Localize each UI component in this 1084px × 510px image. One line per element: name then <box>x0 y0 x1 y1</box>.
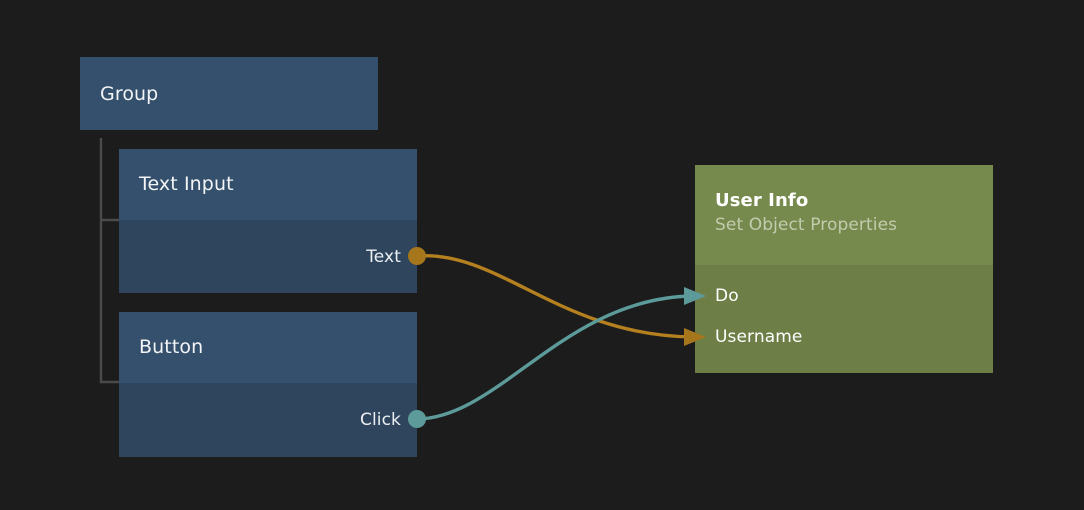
node-group[interactable]: Group <box>80 57 378 130</box>
node-user-info-title: User Info <box>715 190 809 211</box>
node-user-info-body: Do Username <box>695 265 993 373</box>
node-text-input-header[interactable]: Text Input <box>119 149 417 220</box>
output-port-label-text[interactable]: Text <box>366 247 401 267</box>
node-user-info[interactable]: User Info Set Object Properties Do Usern… <box>695 165 993 373</box>
input-port-label-username[interactable]: Username <box>715 327 803 347</box>
node-button-header[interactable]: Button <box>119 312 417 383</box>
node-group-header[interactable]: Group <box>80 57 378 130</box>
node-text-input[interactable]: Text Input Text <box>119 149 417 293</box>
node-button-title: Button <box>139 336 204 358</box>
input-port-label-do[interactable]: Do <box>715 286 739 306</box>
node-group-title: Group <box>100 82 159 105</box>
node-button-body: Click <box>119 383 417 457</box>
output-port-label-click[interactable]: Click <box>359 410 401 430</box>
node-user-info-header[interactable]: User Info Set Object Properties <box>695 165 993 265</box>
node-button[interactable]: Button Click <box>119 312 417 457</box>
wire-click-to-do[interactable] <box>415 294 696 421</box>
node-text-input-body: Text <box>119 220 417 293</box>
node-user-info-subtitle: Set Object Properties <box>715 215 898 235</box>
node-text-input-title: Text Input <box>139 173 234 195</box>
wire-text-to-username[interactable] <box>415 254 696 339</box>
